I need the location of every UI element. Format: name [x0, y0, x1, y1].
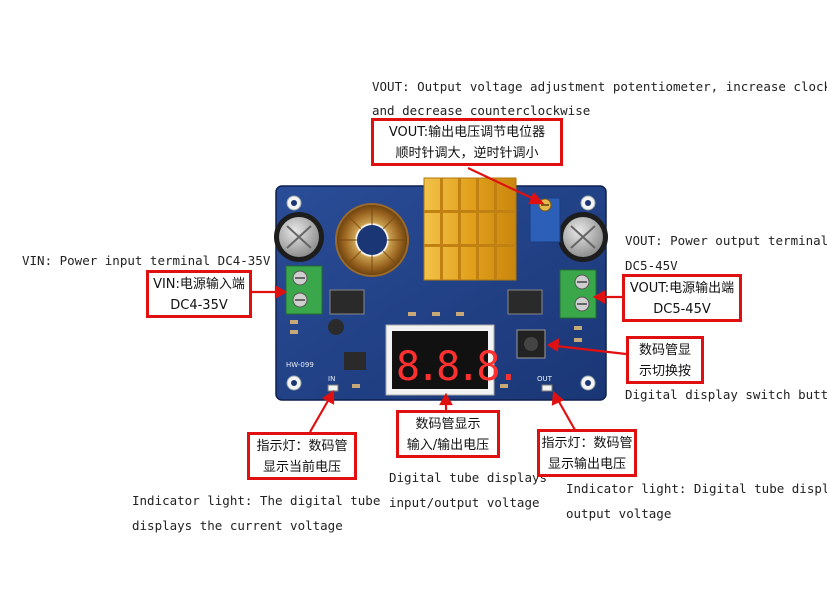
vout-pot-en-line2: and decrease counterclockwise [372, 103, 591, 118]
indicator-in-cn-line1: 指示灯：数码管 [256, 439, 348, 454]
board-out-label: OUT [537, 375, 553, 383]
tube-en-line2: input/output voltage [389, 495, 540, 510]
vout-term-callout: VOUT:电源输出端 DC5-45V [622, 274, 742, 322]
vout-pot-en-line1: VOUT: Output voltage adjustment potentio… [372, 79, 827, 94]
indicator-out-en-line2: output voltage [566, 506, 672, 521]
seven-segment-digits: 8.8.8. [396, 344, 517, 390]
tube-callout: 数码管显示 输入/输出电压 [396, 410, 500, 458]
indicator-in-callout: 指示灯：数码管 显示当前电压 [247, 432, 357, 480]
switch-cn-line2: 示切换按 [638, 364, 691, 379]
indicator-out-cn-line1: 指示灯：数码管 [541, 436, 633, 451]
vin-cn-line2: DC4-35V [170, 298, 228, 313]
vin-callout: VIN:电源输入端 DC4-35V [146, 270, 252, 318]
tube-cn-line1: 数码管显示 [415, 417, 481, 432]
vout-term-cn-line1: VOUT:电源输出端 [629, 281, 735, 296]
vout-pot-callout: VOUT:输出电压调节电位器 顺时针调大，逆时针调小 [371, 118, 563, 166]
indicator-in-cn-line2: 显示当前电压 [262, 460, 341, 475]
switch-callout: 数码管显 示切换按 [626, 336, 704, 384]
vout-term-en-line2: DC5-45V [625, 258, 678, 273]
indicator-in-en-line2: displays the current voltage [132, 518, 343, 533]
vout-pot-cn-line2: 顺时针调大，逆时针调小 [395, 146, 539, 161]
vin-en: VIN: Power input terminal DC4-35V [22, 253, 271, 268]
tube-en-line1: Digital tube displays [389, 470, 548, 485]
vout-pot-cn-line1: VOUT:输出电压调节电位器 [388, 125, 546, 140]
board-model-label: HW-099 [286, 361, 314, 369]
indicator-out-en-line1: Indicator light: Digital tube displays [566, 481, 827, 496]
vout-term-en-line1: VOUT: Power output terminal [625, 233, 827, 248]
board-in-label: IN [328, 375, 335, 383]
indicator-out-cn-line2: 显示输出电压 [547, 457, 626, 472]
switch-en: Digital display switch button [625, 387, 827, 402]
switch-cn-line1: 数码管显 [638, 343, 691, 358]
tube-cn-line2: 输入/输出电压 [406, 438, 490, 453]
vin-cn-line1: VIN:电源输入端 [153, 277, 245, 292]
vout-term-cn-line2: DC5-45V [653, 302, 711, 317]
indicator-out-callout: 指示灯：数码管 显示输出电压 [537, 429, 637, 477]
indicator-in-en-line1: Indicator light: The digital tube [132, 493, 381, 508]
